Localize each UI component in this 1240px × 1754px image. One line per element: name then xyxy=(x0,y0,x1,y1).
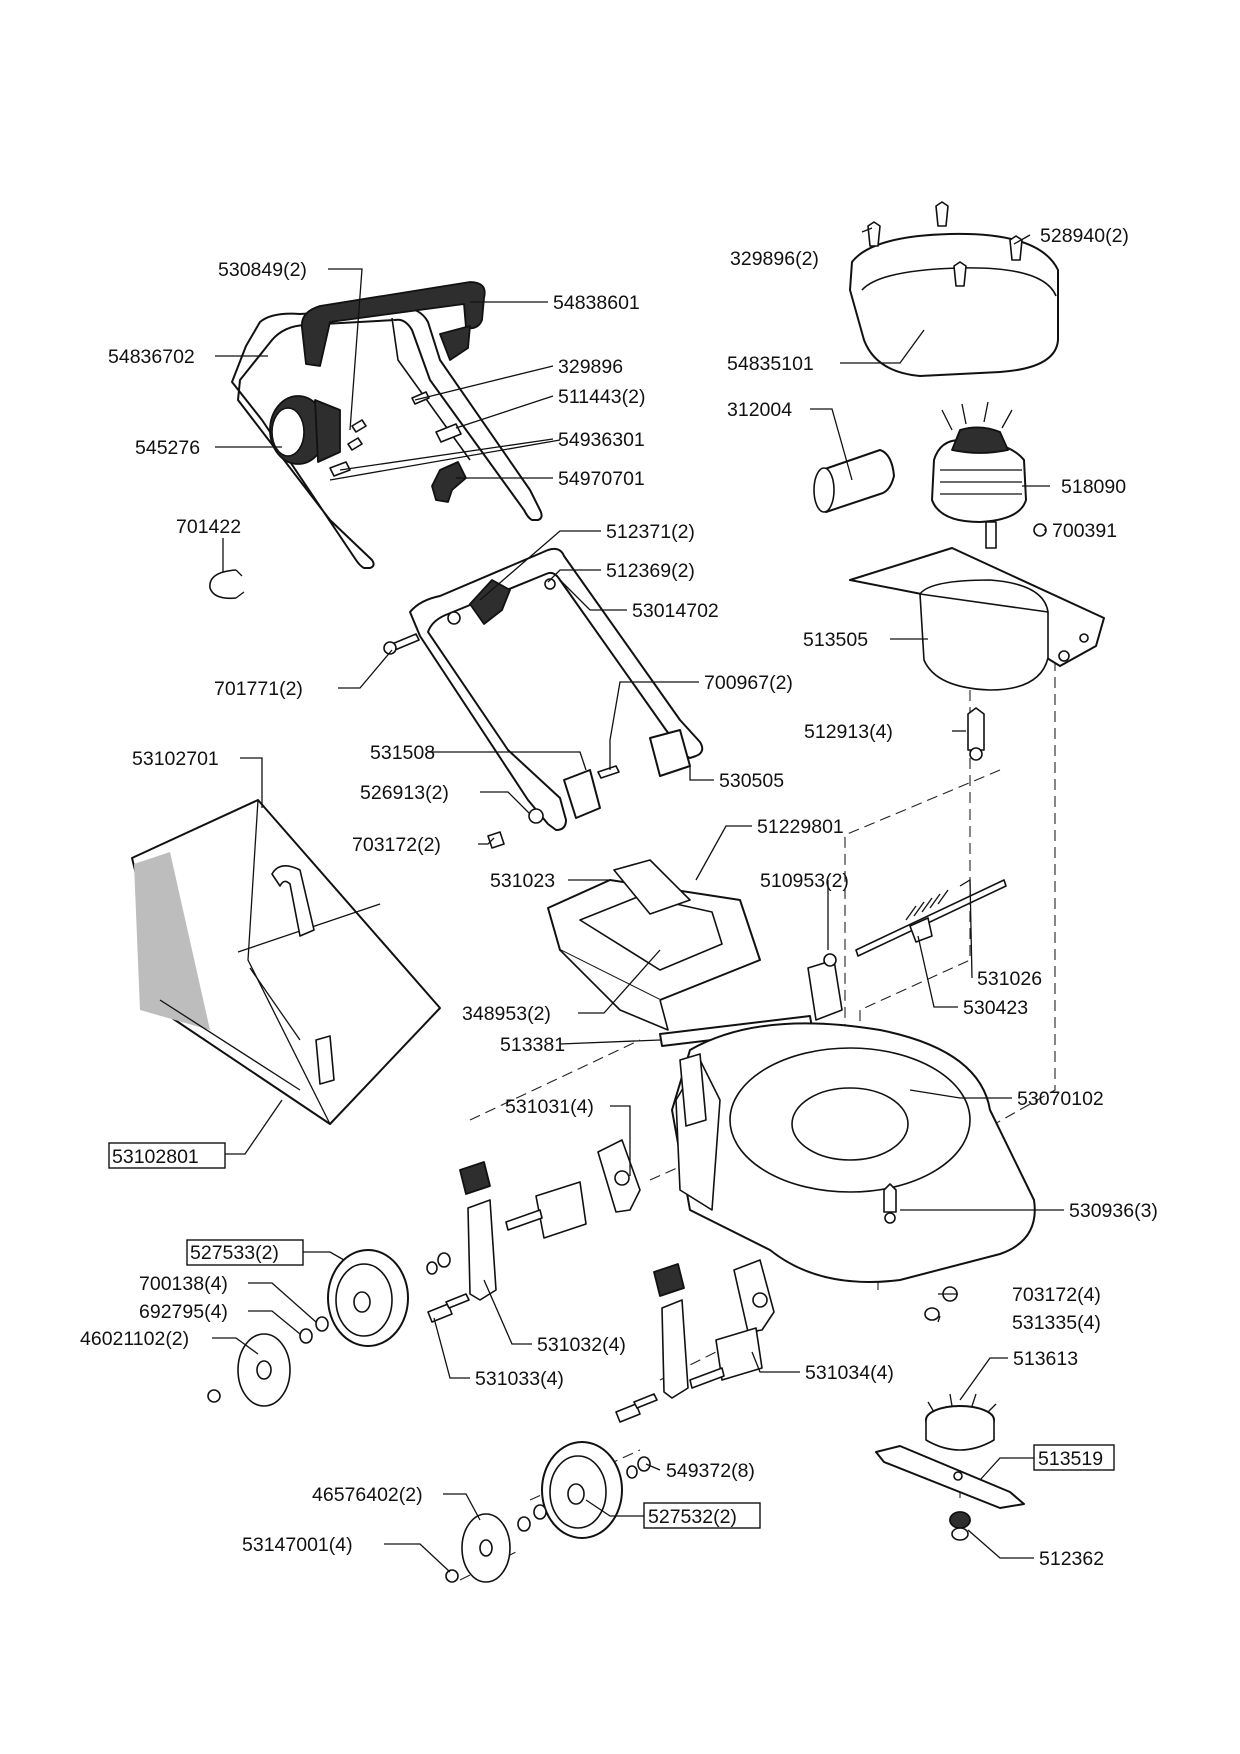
rear-flap-group xyxy=(547,859,843,1047)
label-701771: 701771(2) xyxy=(214,678,303,700)
label-53070102: 53070102 xyxy=(1017,1088,1104,1110)
label-510953: 510953(2) xyxy=(760,870,849,892)
label-531031: 531031(4) xyxy=(505,1096,594,1118)
motor-group xyxy=(813,201,1105,967)
label-530849: 530849(2) xyxy=(218,259,307,281)
label-527532: 527532(2) xyxy=(648,1506,737,1528)
label-526913: 526913(2) xyxy=(360,782,449,804)
label-54970701: 54970701 xyxy=(558,468,645,490)
label-312004: 312004 xyxy=(727,399,792,421)
label-box-53102801 xyxy=(108,1142,226,1169)
label-703172-a: 703172(2) xyxy=(352,834,441,856)
label-54836702: 54836702 xyxy=(108,346,195,368)
label-512371: 512371(2) xyxy=(606,521,695,543)
label-513613: 513613 xyxy=(1013,1348,1078,1370)
label-53014702: 53014702 xyxy=(632,600,719,622)
label-545276: 545276 xyxy=(135,437,200,459)
label-46576402: 46576402(2) xyxy=(312,1484,423,1506)
label-528940: 528940(2) xyxy=(1040,225,1129,247)
label-701422: 701422 xyxy=(176,516,241,538)
blade-group xyxy=(875,1393,1025,1541)
leader-lines xyxy=(212,227,1064,1573)
label-54936301: 54936301 xyxy=(558,429,645,451)
label-box-513519 xyxy=(1033,1444,1115,1471)
grass-catcher-group xyxy=(131,799,441,1125)
label-511443: 511443(2) xyxy=(558,386,645,408)
label-box-527533 xyxy=(186,1239,304,1266)
label-53102701: 53102701 xyxy=(132,748,219,770)
label-329896-2: 329896(2) xyxy=(730,248,819,270)
label-531032: 531032(4) xyxy=(537,1334,626,1356)
label-box-527532 xyxy=(643,1502,761,1529)
label-329896: 329896 xyxy=(558,356,623,378)
label-530936: 530936(3) xyxy=(1069,1200,1158,1222)
label-549372: 549372(8) xyxy=(666,1460,755,1482)
label-512913: 512913(4) xyxy=(804,721,893,743)
label-530423: 530423 xyxy=(963,997,1028,1019)
label-512362: 512362 xyxy=(1039,1548,1104,1570)
label-531335: 531335(4) xyxy=(1012,1312,1101,1334)
label-54838601: 54838601 xyxy=(553,292,640,314)
label-700967: 700967(2) xyxy=(704,672,793,694)
boxed-labels xyxy=(108,1142,1115,1529)
wheel-assembly-group xyxy=(207,1139,958,1583)
label-53102801: 53102801 xyxy=(112,1146,199,1168)
label-700138: 700138(4) xyxy=(139,1273,228,1295)
label-531034: 531034(4) xyxy=(805,1362,894,1384)
label-513381: 513381 xyxy=(500,1034,565,1056)
label-527533: 527533(2) xyxy=(190,1242,279,1264)
label-531026: 531026 xyxy=(977,968,1042,990)
label-513505: 513505 xyxy=(803,629,868,651)
label-53147001: 53147001(4) xyxy=(242,1534,353,1556)
label-531508: 531508 xyxy=(370,742,435,764)
label-46021102: 46021102(2) xyxy=(80,1328,189,1350)
label-700391: 700391 xyxy=(1052,520,1117,542)
lower-handle-group xyxy=(383,547,704,849)
part-labels: 530849(2) 54838601 54836702 329896 51144… xyxy=(80,225,1158,1570)
label-692795: 692795(4) xyxy=(139,1301,228,1323)
upper-handle-group xyxy=(209,281,561,600)
label-531023: 531023 xyxy=(490,870,555,892)
label-54835101: 54835101 xyxy=(727,353,814,375)
label-513519: 513519 xyxy=(1038,1448,1103,1470)
label-348953: 348953(2) xyxy=(462,1003,551,1025)
label-703172-b: 703172(4) xyxy=(1012,1284,1101,1306)
label-51229801: 51229801 xyxy=(757,816,844,838)
label-531033: 531033(4) xyxy=(475,1368,564,1390)
label-512369: 512369(2) xyxy=(606,560,695,582)
mower-deck-group xyxy=(671,1022,1036,1283)
label-518090: 518090 xyxy=(1061,476,1126,498)
label-530505: 530505 xyxy=(719,770,784,792)
